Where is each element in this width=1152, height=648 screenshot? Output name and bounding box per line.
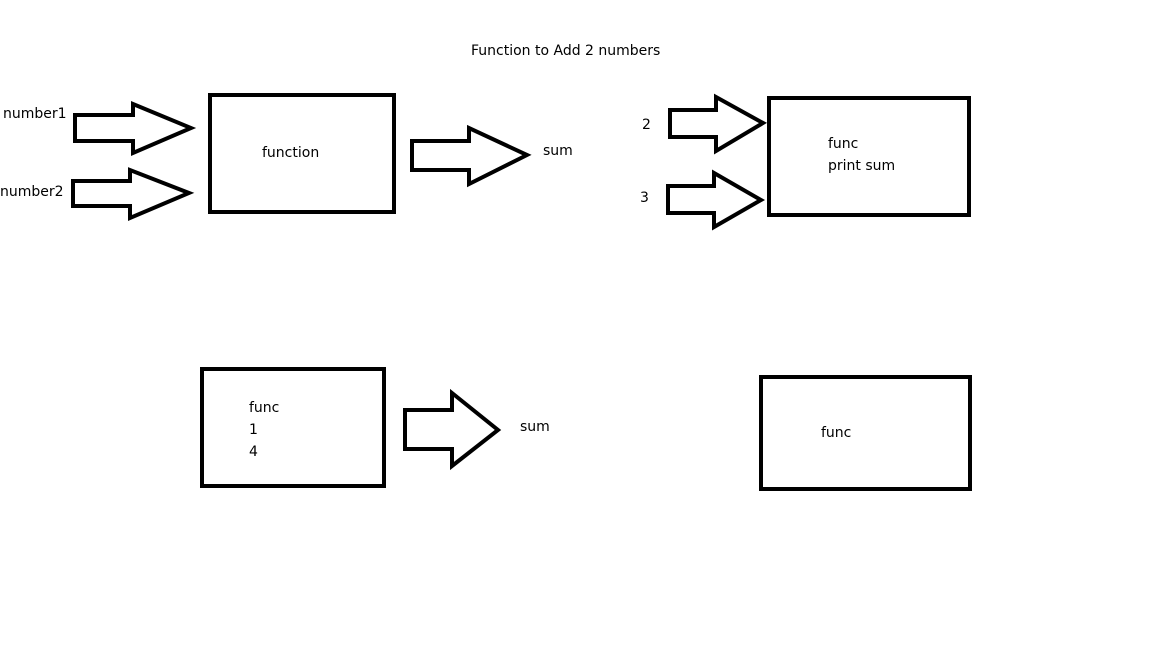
input-2-label: 2	[642, 117, 651, 133]
function-box	[208, 93, 396, 214]
input-2-arrow	[668, 93, 768, 155]
func-label-3: func	[821, 425, 852, 441]
func-1-4-box	[200, 367, 386, 488]
input-3-arrow	[666, 169, 766, 231]
sum-output-arrow	[410, 124, 532, 188]
print-sum-label: print sum	[828, 158, 896, 174]
func-label-2: func	[249, 400, 280, 416]
number2-label: number2	[0, 184, 64, 200]
number2-arrow	[71, 167, 195, 222]
number1-label: number1	[3, 106, 67, 122]
number1-arrow	[73, 101, 197, 157]
func-label: func	[828, 136, 859, 152]
value-4-label: 4	[249, 444, 258, 460]
value-1-label: 1	[249, 422, 258, 438]
sum-label: sum	[543, 143, 573, 159]
function-box-label: function	[262, 145, 320, 161]
diagram-title: Function to Add 2 numbers	[471, 43, 661, 59]
sum-label-2: sum	[520, 419, 550, 435]
func-print-box	[767, 96, 971, 217]
sum-output-arrow-2	[403, 388, 502, 471]
func-box-alone	[759, 375, 972, 491]
input-3-label: 3	[640, 190, 649, 206]
